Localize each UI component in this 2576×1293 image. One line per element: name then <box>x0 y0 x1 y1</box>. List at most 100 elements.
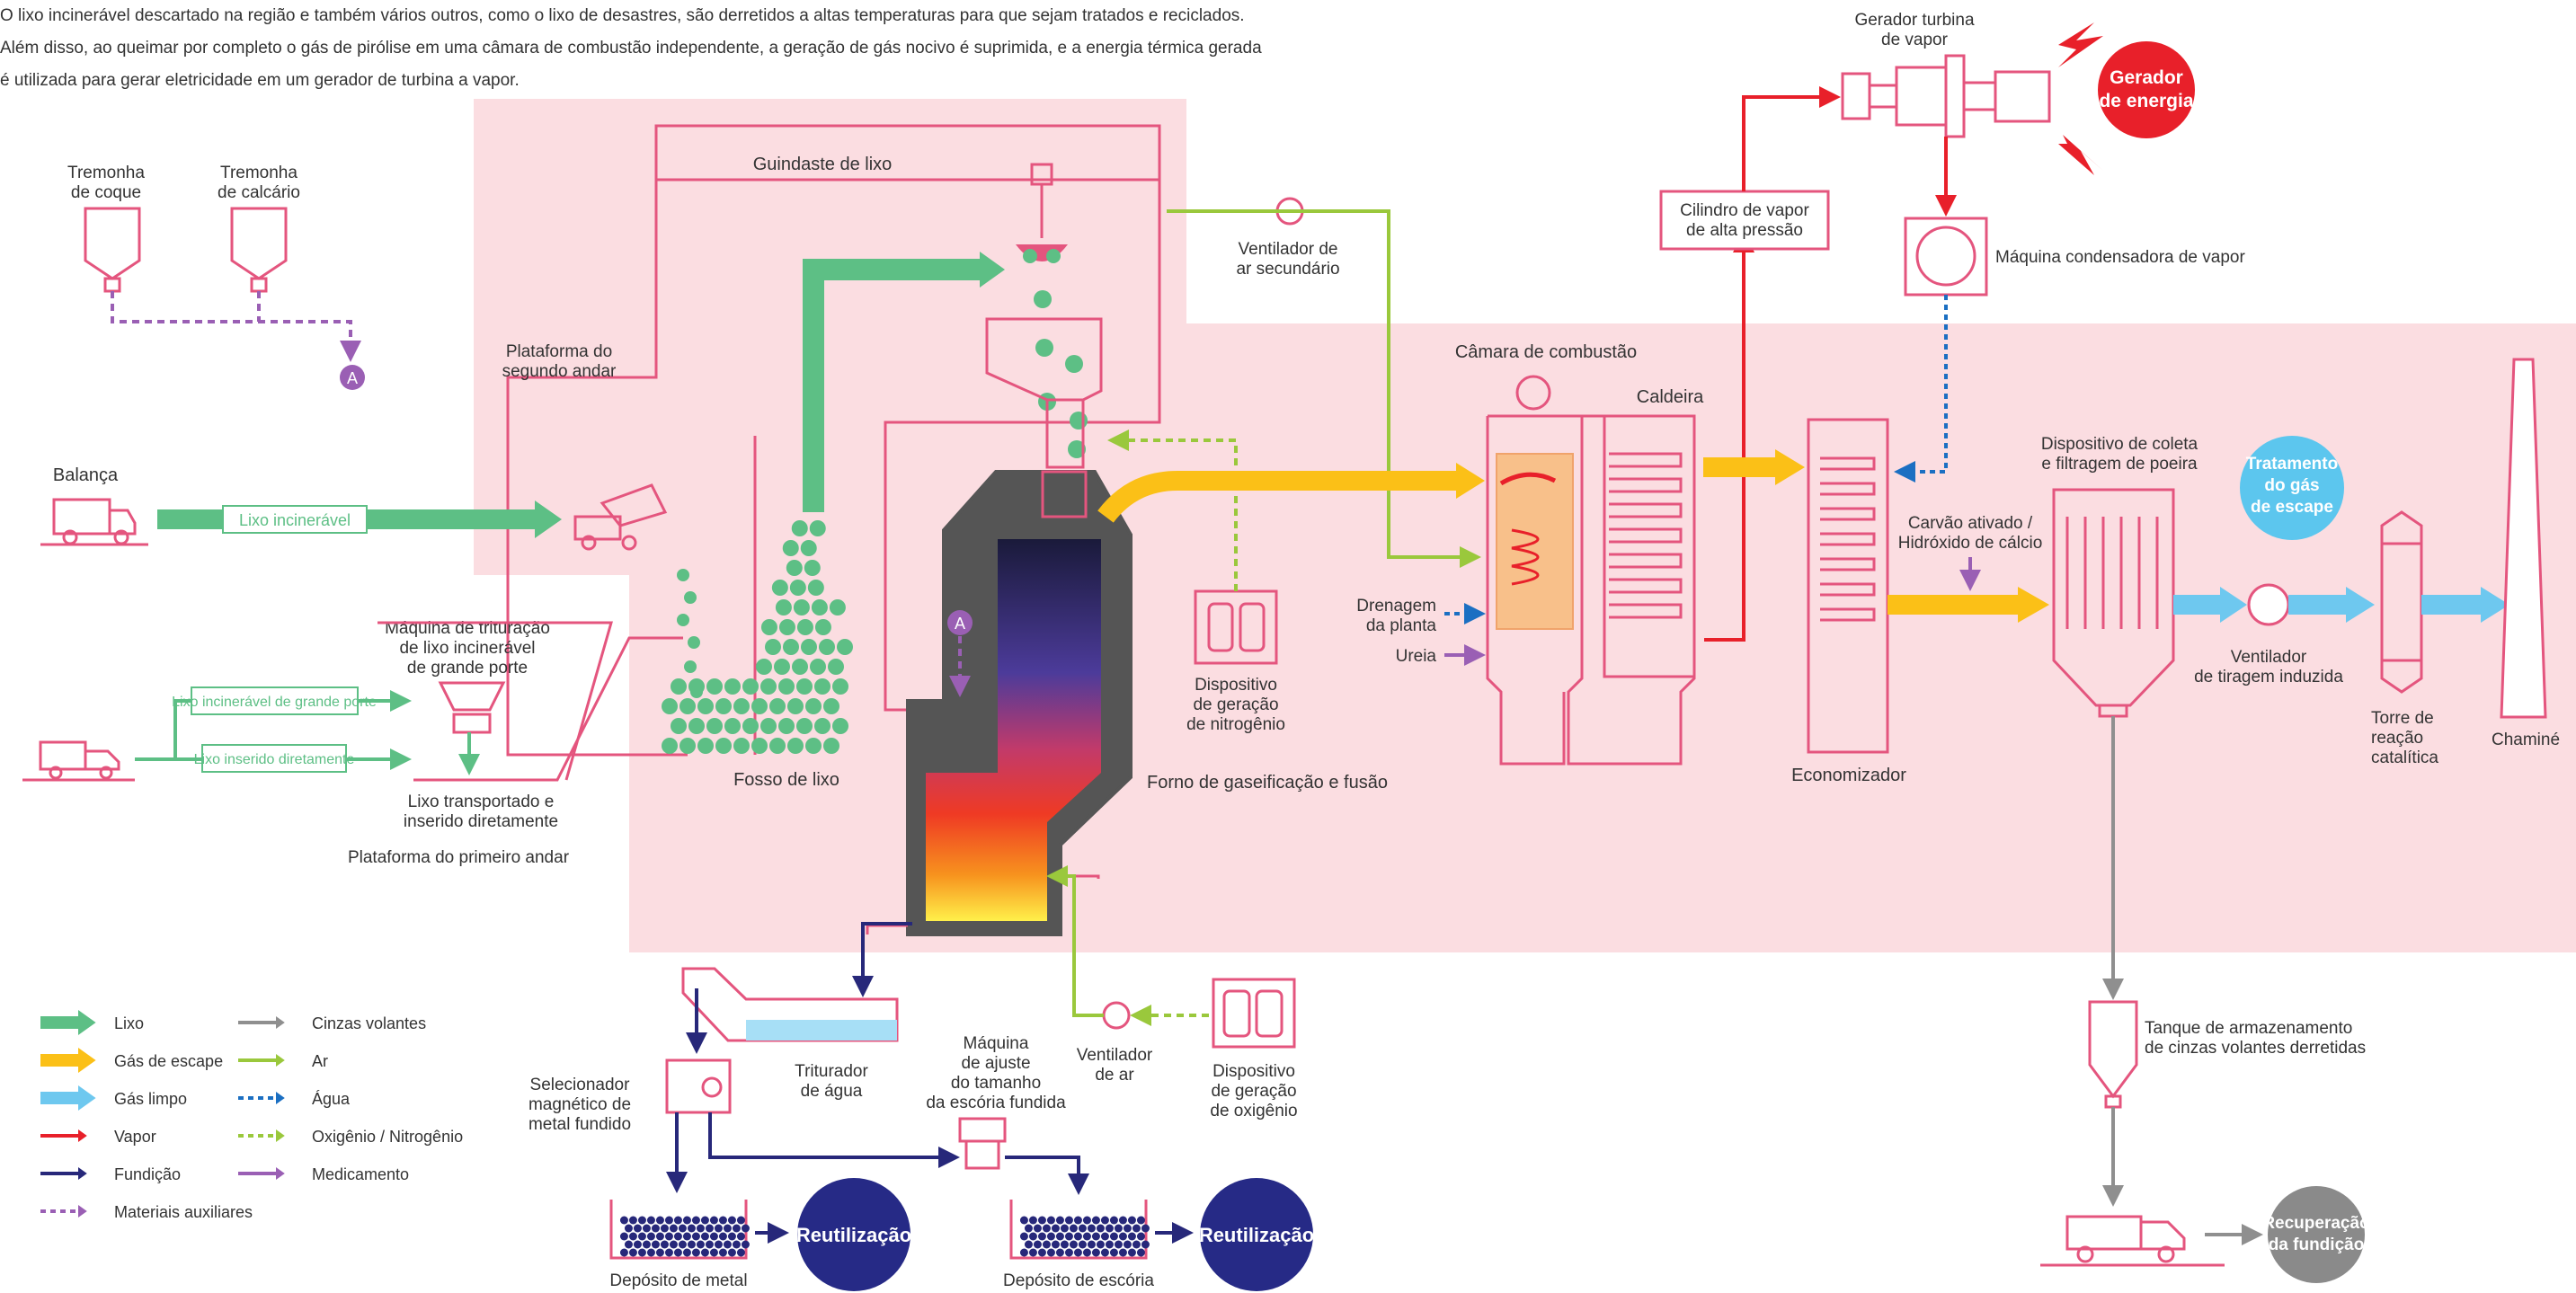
crane-label: Guindaste de lixo <box>753 155 893 174</box>
waste-dot <box>783 639 799 655</box>
economizer-tube <box>1820 456 1876 471</box>
deposit-dot <box>696 1224 705 1233</box>
deposit-dot <box>736 1216 745 1225</box>
waste-dot <box>823 698 839 714</box>
economizer-tube <box>1820 607 1876 622</box>
air-inlet <box>1070 874 1100 879</box>
waste-dot <box>789 580 806 596</box>
dump-truck-icon <box>573 483 668 551</box>
exhaust-gas-flow-1 <box>1097 471 1456 523</box>
melt-line-water-crusher <box>852 922 912 997</box>
deposit-dot <box>687 1240 696 1249</box>
deposit-dot <box>1100 1216 1109 1225</box>
deposit-dot <box>1073 1232 1082 1241</box>
waste-dot <box>793 599 810 616</box>
secondary-air-line <box>1167 209 1481 568</box>
deposit-dot <box>673 1216 682 1225</box>
legend-label: Materiais auxiliares <box>114 1203 253 1221</box>
deposit-dot <box>1109 1232 1118 1241</box>
deposit-dot <box>1073 1248 1082 1257</box>
waste-dot <box>796 718 813 734</box>
waste-pit-label: Fosso de lixo <box>733 770 839 790</box>
deposit-dot <box>619 1248 628 1257</box>
intro-line-3: é utilizada para gerar eletricidade em u… <box>0 71 520 90</box>
waste-dot <box>751 698 768 714</box>
deposit-dot <box>700 1248 709 1257</box>
deposit-dot <box>1033 1240 1042 1249</box>
deposit-dot <box>1019 1248 1028 1257</box>
legend-item: Ar <box>238 1052 328 1070</box>
boiler-tube <box>1609 527 1683 544</box>
hopper-waste-dots <box>1034 290 1088 458</box>
coke-hopper <box>84 207 141 293</box>
deposit-dot <box>1109 1216 1118 1225</box>
waste-dot <box>688 718 705 734</box>
exhaust-arrowhead-3 <box>2018 587 2049 623</box>
deposit-dot <box>1109 1248 1118 1257</box>
deposit-dot <box>1118 1232 1127 1241</box>
induced-fan-icon <box>2247 583 2290 626</box>
waste-dot <box>787 698 804 714</box>
ash-storage-tank <box>2088 1000 2138 1109</box>
waste-dot <box>814 619 831 635</box>
marker-a-furnace-label: A <box>955 615 965 633</box>
deposit-dot <box>1141 1224 1150 1233</box>
deposit-dot <box>1024 1240 1033 1249</box>
metal-deposit-label: Depósito de metal <box>609 1271 747 1290</box>
deposit-dot <box>1028 1248 1037 1257</box>
deposit-dot <box>1019 1232 1028 1241</box>
waste-dot <box>791 520 808 536</box>
auxiliary-material-line <box>111 291 361 362</box>
legend-item: Cinzas volantes <box>238 1014 426 1032</box>
crusher-machine <box>438 681 506 734</box>
waste-dot <box>778 718 795 734</box>
deposit-dot <box>655 1216 664 1225</box>
deposit-dot <box>651 1240 660 1249</box>
power-generation-badge <box>2098 41 2195 138</box>
deposit-dot <box>732 1240 741 1249</box>
legend-label: Água <box>312 1090 351 1108</box>
legend-label: Cinzas volantes <box>312 1014 426 1032</box>
steam-line-turbine <box>1742 86 1841 191</box>
boiler-tube <box>1609 477 1683 493</box>
deposit-dot <box>646 1232 655 1241</box>
economizer-label: Economizador <box>1791 766 1906 785</box>
deposit-dot <box>1046 1248 1055 1257</box>
boiler-tube <box>1609 502 1683 518</box>
marker-a-top <box>340 365 365 390</box>
waste-dot <box>680 738 696 754</box>
deposit-dot <box>1037 1232 1046 1241</box>
waste-dot <box>697 738 714 754</box>
magnetic-separator <box>665 1058 732 1114</box>
waste-dot <box>751 738 768 754</box>
deposit-dot <box>723 1224 732 1233</box>
legend-item: Vapor <box>40 1128 156 1146</box>
deposit-dot <box>691 1232 700 1241</box>
deposit-dot <box>1042 1240 1051 1249</box>
waste-dot <box>697 698 714 714</box>
deposit-dot <box>1051 1240 1060 1249</box>
magnet-icon <box>701 1076 723 1098</box>
deposit-dot <box>619 1232 628 1241</box>
deposit-dot <box>669 1240 678 1249</box>
deposit-dot <box>1087 1240 1096 1249</box>
deposit-dot <box>705 1224 714 1233</box>
deposit-dot <box>637 1216 646 1225</box>
deposit-dot <box>741 1224 750 1233</box>
deposit-dot <box>637 1248 646 1257</box>
waste-dot <box>724 718 741 734</box>
waste-dot <box>814 718 831 734</box>
deposit-dot <box>718 1216 727 1225</box>
deposit-dot <box>1028 1232 1037 1241</box>
deposit-dot <box>1087 1224 1096 1233</box>
deposit-dot <box>1127 1216 1136 1225</box>
incinerable-waste-tag <box>222 505 368 534</box>
